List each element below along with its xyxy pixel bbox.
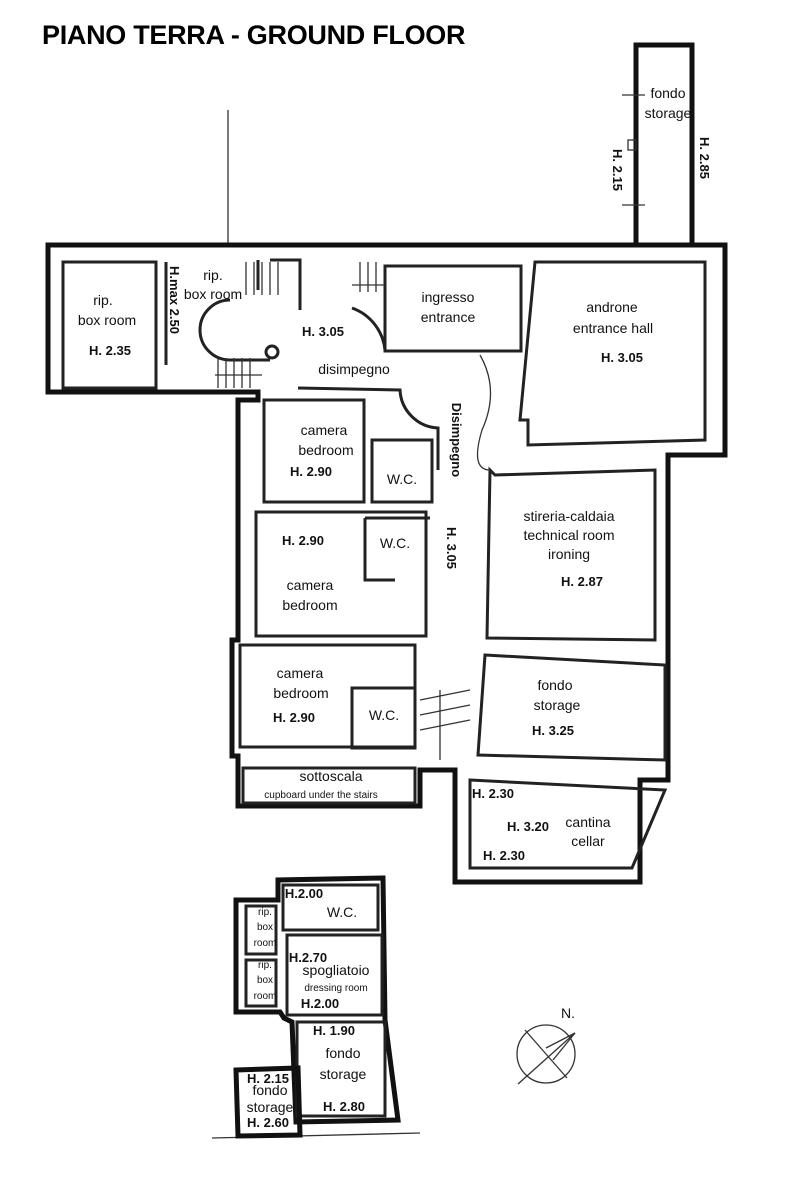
wc-label: W.C. [387,471,417,487]
room-height: H. 2.90 [282,533,324,548]
north-arrow: N. [516,1005,576,1085]
room-height: H. 2.87 [561,574,603,589]
room-name: camera [301,422,348,438]
room-name: rip. [203,267,222,283]
room-height: H. 1.90 [313,1023,355,1038]
room-name: fondo [650,85,685,101]
room-name: sottoscala [299,768,362,784]
room-subname: technical room [523,527,614,543]
room-height: H. 2.90 [273,710,315,725]
room-height: H. 3.05 [444,527,459,569]
room-subname: storage [320,1066,367,1082]
room-name: fondo [252,1082,287,1098]
wc-label: W.C. [369,707,399,723]
room-name: camera [287,577,334,593]
stairs [215,262,385,388]
room-subname: box [257,975,273,986]
room-height: H. 2.15 [610,149,625,191]
annex-walls [233,875,401,1139]
room-height: H. 2.90 [290,464,332,479]
room-subname: storage [534,697,581,713]
room-height: H.max 2.50 [167,266,182,334]
room-height: H. 3.25 [532,723,574,738]
north-label: N. [561,1005,575,1021]
storage-top-walls [622,42,695,245]
room-height: H. 2.30 [483,848,525,863]
main-outline [45,242,728,885]
room-name: rip. [93,292,112,308]
room-height: H. 2.85 [697,137,712,179]
room-name: spogliatoio [303,962,370,978]
room-name: rip. [258,960,272,971]
interior-walls [61,258,707,870]
room-name: stireria-caldaia [523,508,614,524]
room-name: rip. [258,907,272,918]
room-subname-2: ironing [548,546,590,562]
room-height: H. 2.15 [247,1071,289,1086]
room-subname: cellar [571,833,605,849]
room-height: H.2.70 [289,950,327,965]
room-height: H.2.00 [285,886,323,901]
room-subname: dressing room [304,983,367,994]
room-subname: storage [645,105,692,121]
room-height: H. 3.05 [302,324,344,339]
room-subname-2: room [254,938,277,949]
page-title: PIANO TERRA - GROUND FLOOR [42,20,466,50]
room-subname: entrance hall [573,320,653,336]
room-subname: entrance [421,309,476,325]
room-subname: storage [247,1099,294,1115]
room-height: H. 2.35 [89,343,131,358]
room-name: Disimpegno [449,403,464,477]
room-height: H. 3.20 [507,819,549,834]
room-subname: bedroom [273,685,328,701]
room-subname: cupboard under the stairs [264,790,377,801]
wc-label: W.C. [380,535,410,551]
room-name: camera [277,665,324,681]
room-height: H. 3.05 [601,350,643,365]
wc-label: W.C. [327,904,357,920]
room-name: cantina [565,814,610,830]
room-name: fondo [325,1045,360,1061]
room-name: androne [586,299,638,315]
room-name: ingresso [422,289,475,305]
room-name: fondo [537,677,572,693]
room-name: disimpegno [318,361,390,377]
room-subname: box room [78,312,136,328]
room-height: H. 2.30 [472,786,514,801]
room-height: H. 2.80 [323,1099,365,1114]
room-height: H. 2.60 [247,1115,289,1130]
room-subname: bedroom [298,442,353,458]
room-subname: box [257,922,273,933]
room-subname-2: room [254,991,277,1002]
room-subname: bedroom [282,597,337,613]
room-height: H.2.00 [301,996,339,1011]
room-subname: box room [184,286,242,302]
